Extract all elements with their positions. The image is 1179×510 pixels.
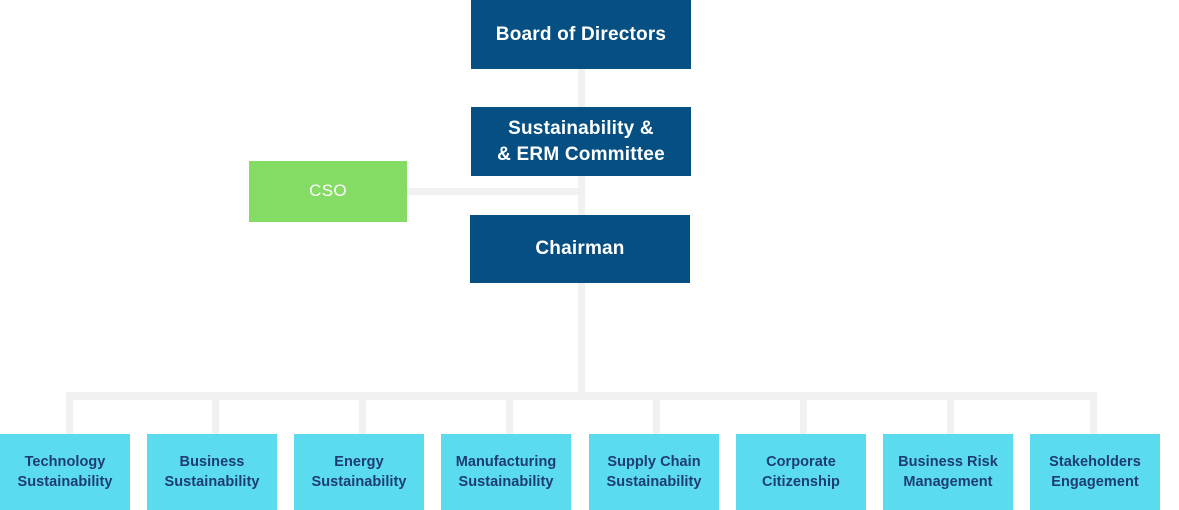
node-stakeholders-engagement[interactable]: Stakeholders Engagement [1030, 434, 1160, 510]
node-sustainability-erm-committee[interactable]: Sustainability & & ERM Committee [471, 107, 691, 176]
connector-drop-6 [800, 400, 807, 434]
connector-drop-5 [653, 400, 660, 434]
node-label: Supply Chain Sustainability [606, 454, 702, 490]
node-chairman[interactable]: Chairman [470, 215, 690, 283]
connector-drop-8 [1090, 400, 1097, 434]
node-cso[interactable]: CSO [249, 161, 407, 222]
node-label: Chairman [535, 238, 625, 260]
connector-drop-7 [947, 400, 954, 434]
node-business-sustainability[interactable]: Business Sustainability [147, 434, 277, 510]
connector-drop-2 [212, 400, 219, 434]
node-manufacturing-sustainability[interactable]: Manufacturing Sustainability [441, 434, 571, 510]
connector-board-to-committee [578, 69, 585, 107]
node-label: Board of Directors [495, 23, 667, 45]
node-corporate-citizenship[interactable]: Corporate Citizenship [736, 434, 866, 510]
node-label: Manufacturing Sustainability [455, 454, 557, 490]
connector-horizontal-bus [66, 392, 1097, 400]
connector-drop-1 [66, 400, 73, 434]
node-label: Energy Sustainability [311, 454, 407, 490]
node-business-risk-management[interactable]: Business Risk Management [883, 434, 1013, 510]
node-energy-sustainability[interactable]: Energy Sustainability [294, 434, 424, 510]
connector-cso-to-trunk [407, 188, 585, 195]
node-label: Sustainability & & ERM Committee [497, 118, 665, 165]
node-label: Corporate Citizenship [762, 454, 840, 490]
connector-committee-to-chairman [578, 176, 585, 215]
node-label: Business Sustainability [164, 454, 260, 490]
connector-drop-3 [359, 400, 366, 434]
node-technology-sustainability[interactable]: Technology Sustainability [0, 434, 130, 510]
node-label: Business Risk Management [898, 454, 998, 490]
node-label: CSO [309, 181, 347, 201]
node-board-of-directors[interactable]: Board of Directors [471, 0, 691, 69]
connector-chairman-to-bus [578, 283, 585, 395]
node-label: Stakeholders Engagement [1049, 454, 1141, 490]
connector-drop-4 [506, 400, 513, 434]
node-label: Technology Sustainability [17, 454, 113, 490]
node-supply-chain-sustainability[interactable]: Supply Chain Sustainability [589, 434, 719, 510]
